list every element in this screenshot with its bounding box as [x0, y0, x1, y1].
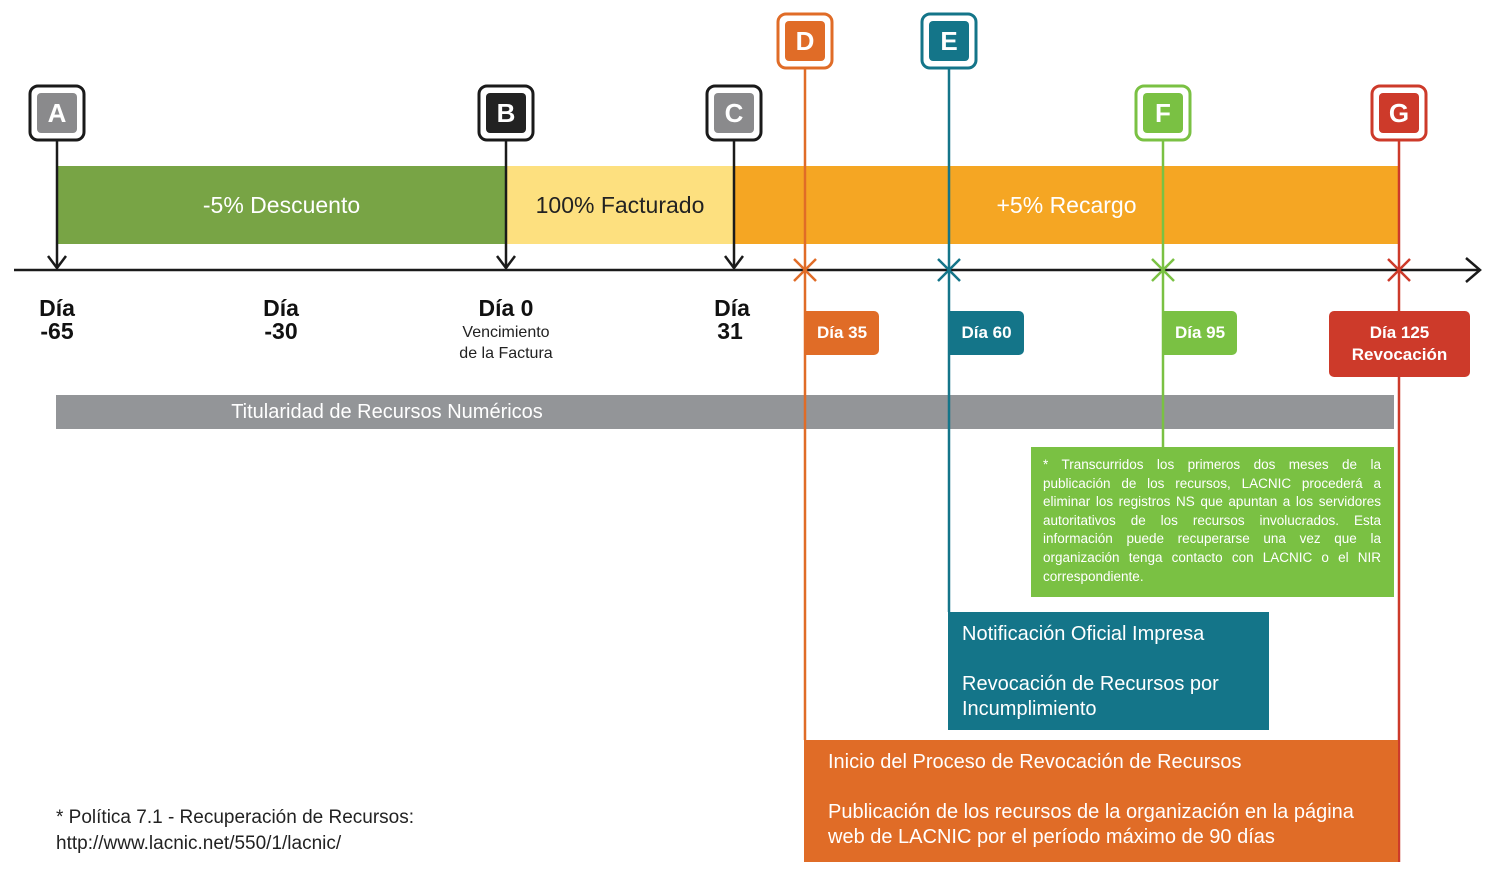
- day-minus-65-line2: -65: [40, 318, 74, 344]
- official-notification-line1: Notificación Oficial Impresa: [962, 623, 1205, 645]
- revocation-process-box: Inicio del Proceso de Revocación de Recu…: [804, 740, 1398, 862]
- resource-holding-bar: [56, 395, 1394, 429]
- ns-removal-note-text: * Transcurridos los primeros dos meses d…: [1043, 457, 1381, 584]
- ns-removal-note: * Transcurridos los primeros dos meses d…: [1031, 447, 1394, 597]
- surcharge-period-bar: [734, 166, 1399, 244]
- policy-footnote-line1: * Política 7.1 - Recuperación de Recurso…: [56, 807, 415, 828]
- marker-f-badge: F: [1134, 84, 1192, 142]
- day-0-sub1: Vencimiento: [462, 324, 550, 341]
- day-0-sub2: de la Factura: [459, 345, 553, 362]
- day-31-label: Día 31: [692, 297, 772, 343]
- marker-c-badge: C: [705, 84, 763, 142]
- marker-d-badge: D: [776, 12, 834, 70]
- marker-g-cross: [1387, 258, 1411, 282]
- day-0-label: Día 0: [478, 295, 534, 321]
- day-minus-30-line2: -30: [264, 318, 298, 344]
- marker-b-badge: B: [477, 84, 535, 142]
- marker-d-letter: D: [796, 26, 815, 56]
- day-35-chip: Día 35: [805, 311, 879, 355]
- marker-e-cross: [937, 258, 961, 282]
- discount-period-bar: [57, 166, 506, 244]
- marker-a-badge: A: [28, 84, 86, 142]
- day-125-chip: Día 125 Revocación: [1329, 311, 1470, 377]
- billed-period-bar: [506, 166, 734, 244]
- revocation-process-line1: Inicio del Proceso de Revocación de Recu…: [828, 751, 1242, 773]
- marker-f-letter: F: [1155, 98, 1171, 128]
- day-125-line2: Revocación: [1351, 345, 1448, 364]
- official-notification-box: Notificación Oficial Impresa Revocación …: [948, 612, 1269, 730]
- timeline-axis-arrowhead: [1465, 257, 1482, 283]
- marker-e-letter: E: [940, 26, 957, 56]
- revocation-process-line2: Publicación de los recursos de la organi…: [828, 801, 1354, 848]
- marker-g-badge: G: [1370, 84, 1428, 142]
- day-0-sublabel: Vencimiento de la Factura: [426, 322, 586, 364]
- marker-b-arrow: [496, 255, 516, 271]
- marker-b-letter: B: [497, 98, 516, 128]
- policy-footnote-link[interactable]: http://www.lacnic.net/550/1/lacnic/: [56, 833, 342, 854]
- surcharge-label: +5% Recargo: [996, 191, 1137, 218]
- day-minus-30-line1: Día: [263, 295, 299, 321]
- marker-g-letter: G: [1389, 98, 1409, 128]
- day-95-chip: Día 95: [1163, 311, 1237, 355]
- marker-a-letter: A: [48, 98, 67, 128]
- day-minus-65-line1: Día: [39, 295, 75, 321]
- official-notification-line2: Revocación de Recursos por Incumplimient…: [962, 673, 1219, 720]
- marker-e-badge: E: [920, 12, 978, 70]
- day-31-line2: 31: [717, 318, 743, 344]
- marker-c-letter: C: [725, 98, 744, 128]
- policy-footnote: * Política 7.1 - Recuperación de Recurso…: [56, 805, 496, 857]
- marker-d-cross: [793, 258, 817, 282]
- day-minus-30-label: Día -30: [241, 297, 321, 343]
- marker-f-cross: [1151, 258, 1175, 282]
- day-31-line1: Día: [714, 295, 750, 321]
- day-minus-65-label: Día -65: [17, 297, 97, 343]
- day-125-line1: Día 125: [1369, 323, 1430, 342]
- resource-holding-label: Titularidad de Recursos Numéricos: [231, 401, 543, 423]
- billed-label: 100% Facturado: [535, 191, 705, 218]
- discount-label: -5% Descuento: [202, 191, 361, 218]
- marker-c-arrow: [724, 255, 744, 271]
- marker-a-arrow: [47, 255, 67, 271]
- day-60-chip: Día 60: [949, 311, 1024, 355]
